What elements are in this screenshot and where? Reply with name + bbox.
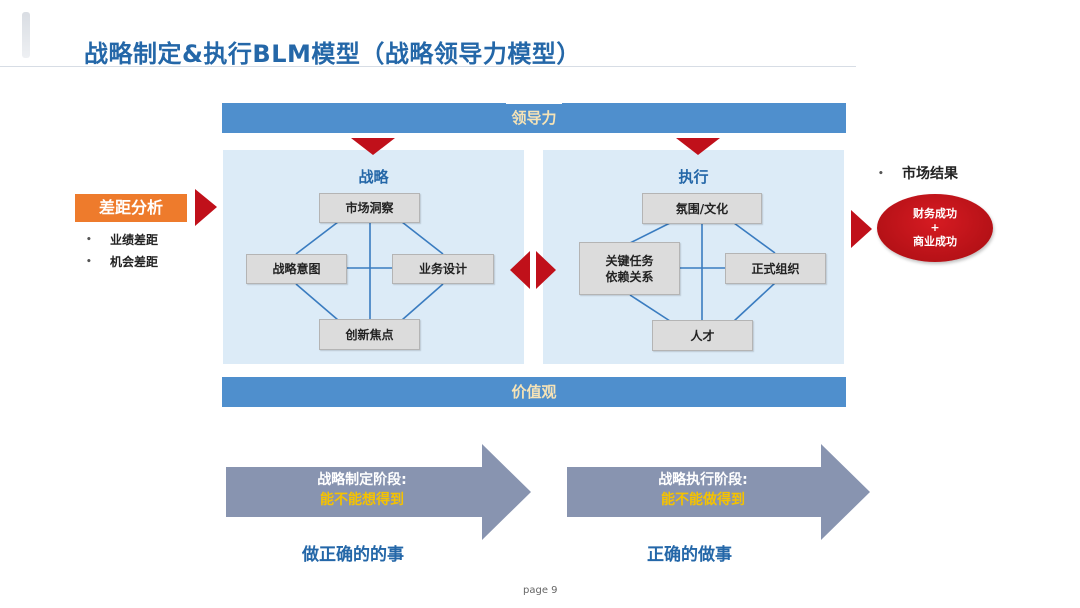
execution-stage-caption: 正确的做事: [647, 545, 732, 565]
execution-stage-text: 战略执行阶段: 能不能做得到: [603, 470, 803, 510]
title-accent-bar: [22, 12, 30, 58]
execution-down-arrow-icon: [676, 138, 720, 155]
execution-title: 执行: [678, 168, 709, 186]
node-critical-tasks: 关键任务 依赖关系: [579, 242, 680, 295]
result-plus: +: [930, 221, 940, 234]
execution-stage-line2: 能不能做得到: [661, 492, 745, 508]
gap-analysis-label: 差距分析: [75, 194, 187, 222]
node-strategic-intent: 战略意图: [246, 254, 347, 284]
result-business-success: 商业成功: [913, 235, 957, 248]
strategy-stage-caption: 做正确的的事: [302, 545, 404, 565]
market-result-ellipse: 财务成功 + 商业成功: [877, 194, 993, 262]
node-climate-culture: 氛围/文化: [642, 193, 762, 224]
title-divider: [0, 66, 856, 67]
strategy-stage-text: 战略制定阶段: 能不能想得到: [262, 470, 462, 510]
node-business-design: 业务设计: [392, 254, 494, 284]
execution-stage-line1: 战略执行阶段:: [658, 472, 748, 488]
node-formal-organization: 正式组织: [725, 253, 826, 284]
node-critical-tasks-line1: 关键任务: [605, 253, 654, 268]
strategy-stage-line1: 战略制定阶段:: [317, 472, 407, 488]
gap-right-arrow-icon: [195, 189, 217, 226]
result-list: 市场结果: [878, 163, 958, 185]
gap-item-opportunity: 机会差距: [86, 251, 158, 273]
values-band: 价值观: [222, 377, 846, 407]
node-market-insight: 市场洞察: [319, 193, 420, 223]
page-number: page 9: [523, 585, 558, 596]
result-financial-success: 财务成功: [913, 207, 957, 220]
leadership-band-notch: [506, 101, 562, 104]
strategy-stage-line2: 能不能想得到: [320, 492, 404, 508]
gap-item-performance: 业绩差距: [86, 229, 158, 251]
node-critical-tasks-line2: 依赖关系: [605, 269, 654, 284]
result-right-arrow-icon: [851, 210, 872, 248]
slide-title: 战略制定&执行BLM模型（战略领导力模型）: [84, 40, 581, 68]
gap-list: 业绩差距 机会差距: [86, 229, 158, 273]
strategy-down-arrow-icon: [351, 138, 395, 155]
market-result-heading: 市场结果: [878, 163, 958, 185]
leadership-band: 领导力: [222, 103, 846, 133]
node-innovation-focus: 创新焦点: [319, 319, 420, 350]
strategy-title: 战略: [358, 168, 389, 186]
node-talent: 人才: [652, 320, 753, 351]
